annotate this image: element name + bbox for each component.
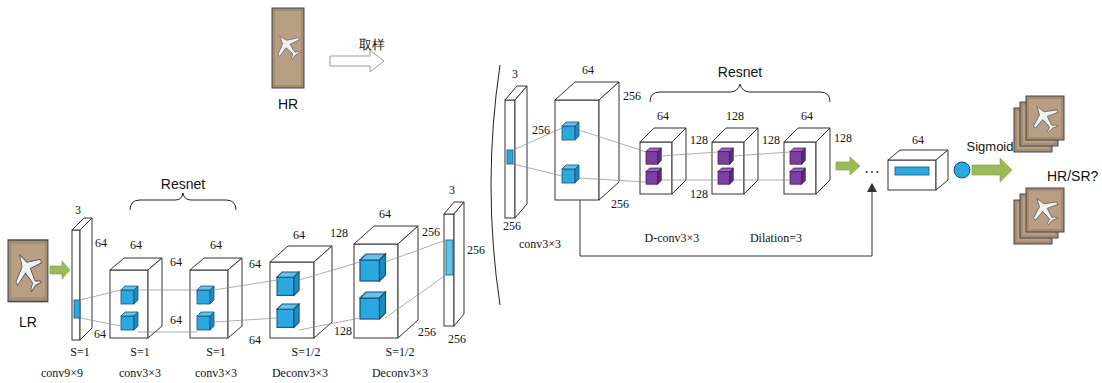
dimension-label: D-conv3×3: [645, 232, 700, 244]
dimension-label: Deconv3×3: [272, 367, 328, 379]
dimension-label: 64: [379, 208, 391, 220]
dimension-label: 64: [582, 64, 594, 76]
dimension-label: S=1/2: [292, 346, 321, 358]
dimension-label: 256: [623, 90, 641, 102]
dimension-label: 256: [611, 198, 629, 210]
dimension-label: 128: [330, 227, 348, 239]
dimension-label: 64: [95, 237, 107, 249]
dimension-label: Resnet: [718, 65, 762, 79]
dimension-label: Resnet: [161, 177, 205, 191]
dimension-label: 256: [532, 124, 550, 136]
dimension-label: 64: [801, 110, 813, 122]
image-node: HR/SR?: [1010, 92, 1100, 248]
image-node: HR: [266, 6, 310, 114]
dimension-label: ···: [864, 164, 880, 180]
dimension-label: 64: [130, 239, 142, 251]
dimension-label: 64: [912, 134, 924, 146]
image-caption: HR/SR?: [1047, 168, 1098, 184]
dimension-label: 3: [75, 204, 81, 216]
dimension-label: 64: [249, 258, 261, 270]
dimension-label: 128: [726, 110, 744, 122]
dimension-label: S=1/2: [386, 346, 415, 358]
dimension-label: 128: [334, 325, 352, 337]
dimension-label: Sigmoid: [967, 140, 1014, 153]
dimension-label: S=1: [70, 346, 89, 358]
dimension-label: 64: [170, 256, 182, 268]
dimension-label: 3: [512, 68, 518, 80]
dimension-label: 64: [170, 314, 182, 326]
image-caption: HR: [278, 96, 298, 112]
dimension-label: S=1: [130, 346, 149, 358]
dimension-label: 128: [762, 134, 780, 146]
dimension-label: 128: [834, 132, 852, 144]
dimension-label: 128: [690, 134, 708, 146]
dimension-label: conv9×9: [41, 367, 83, 379]
dimension-label: Deconv3×3: [372, 367, 428, 379]
dimension-label: 取样: [359, 38, 385, 51]
dimension-label: 64: [657, 110, 669, 122]
dimension-label: S=1: [206, 346, 225, 358]
dimension-label: conv3×3: [519, 238, 561, 250]
dimension-label: Dilation=3: [750, 232, 802, 244]
dimension-label: 256: [467, 244, 485, 256]
dimension-label: conv3×3: [119, 367, 161, 379]
dimension-label: 64: [94, 328, 106, 340]
dimension-label: 64: [249, 334, 261, 346]
dimension-label: 64: [293, 229, 305, 241]
dimension-label: 256: [422, 226, 440, 238]
dimension-label: conv3×3: [195, 367, 237, 379]
dimension-label: 3: [449, 184, 455, 196]
dimension-label: 256: [503, 220, 521, 232]
dimension-label: 256: [448, 333, 466, 345]
dimension-label: 256: [418, 326, 436, 338]
image-caption: LR: [19, 314, 37, 330]
image-node: LR: [4, 238, 52, 332]
dimension-label: 64: [210, 239, 222, 251]
dimension-label: 128: [690, 188, 708, 200]
